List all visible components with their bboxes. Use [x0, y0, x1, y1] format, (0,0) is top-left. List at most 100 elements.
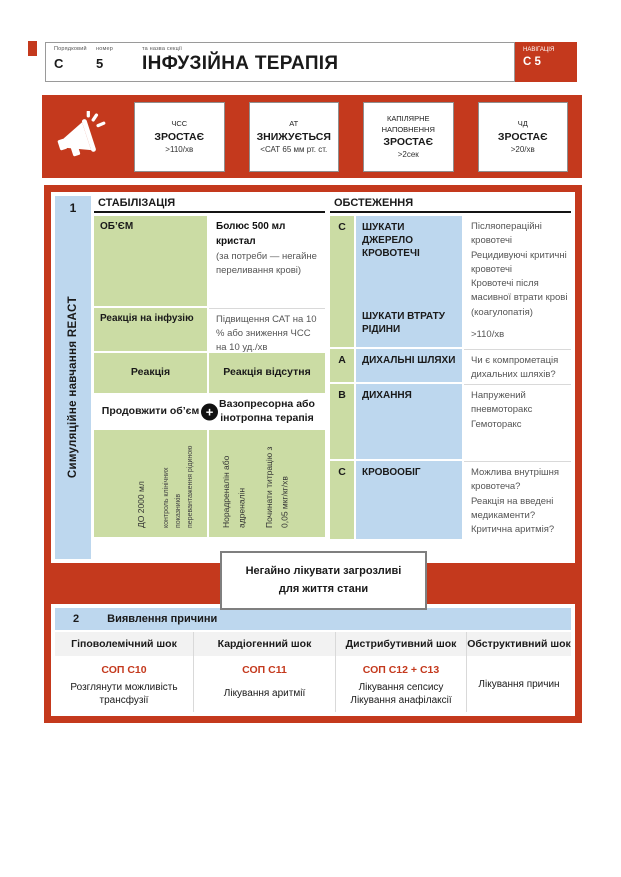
vital-signs-alert-banner: ЧСС ЗРОСТАЄ >110/хв АТ ЗНИЖУЄТЬСЯ <САТ 6…	[42, 95, 582, 178]
infusion-response-row: Реакція на інфузію Підвищення САТ на 10 …	[94, 308, 325, 353]
sop-reference: СОП С10	[101, 664, 147, 676]
vital-box-bp: АТ ЗНИЖУЄТЬСЯ <САТ 65 мм рт. ст.	[248, 101, 339, 172]
page-title: ІНФУЗІЙНА ТЕРАПІЯ	[142, 53, 339, 74]
treat-life-threats-callout: Негайно лікувати загрозливі для життя ст…	[220, 551, 427, 610]
number-value: 5	[96, 56, 104, 71]
order-label: Порядковий	[54, 46, 87, 52]
volume-detail-bold: Болюс 500 мл кристал	[216, 221, 286, 247]
red-accent-chip	[28, 41, 37, 56]
volume-row: ОБ’ЄМ Болюс 500 мл кристал (за потреби —…	[94, 216, 325, 306]
cause-column-obstructive: Обструктивний шок Лікування причин	[467, 632, 571, 712]
cause-header: Дистрибутивний шок	[336, 632, 466, 656]
page-header: Порядковий C номер 5 та назва секції ІНФ…	[45, 42, 577, 82]
find-bleeding-source-label: ШУКАТИ ДЖЕРЕЛО КРОВОТЕЧІ	[362, 222, 420, 259]
continue-volume-cell: Продовжити об’єм +	[94, 395, 218, 428]
assessment-section: ОБСТЕЖЕННЯ C ШУКАТИ ДЖЕРЕЛО КРОВОТЕЧІ ШУ…	[330, 196, 571, 559]
navigation-label: НАВІГАЦІЯ	[523, 47, 555, 53]
assessment-row-circulation-bleeding: C ШУКАТИ ДЖЕРЕЛО КРОВОТЕЧІ ШУКАТИ ВТРАТУ…	[330, 216, 571, 347]
navigation-box: НАВІГАЦІЯ C 5	[515, 42, 577, 82]
bleeding-details: Післяопераційні кровотечі Рецидивуючі кр…	[471, 221, 568, 318]
vital-box-rr: ЧД ЗРОСТАЄ >20/хв	[477, 101, 568, 172]
cause-column-hypovolemic: Гіповолемічний шок СОП С10 Розглянути мо…	[55, 632, 194, 712]
step2-header: 2 Виявлення причини	[55, 608, 571, 630]
vital-value: >110/хв	[165, 144, 194, 154]
cause-header: Гіповолемічний шок	[55, 632, 193, 656]
abc-letter: B	[330, 384, 354, 459]
cause-column-distributive: Дистрибутивний шок СОП С12 + С13 Лікуван…	[336, 632, 467, 712]
cause-action: Лікування сепсису Лікування анафілаксії	[350, 681, 452, 707]
sidebar-vertical-label-wrap: Симуляційне навчання REACT	[67, 215, 79, 559]
abc-letter: C	[330, 216, 354, 347]
vital-trend: ЗРОСТАЄ	[154, 130, 205, 143]
volume-detail-note: (за потреби — негайне переливання крові)	[216, 251, 317, 276]
continue-row: Продовжити об’єм + Вазопресорна або інот…	[94, 395, 325, 428]
vital-trend: ЗРОСТАЄ	[383, 135, 434, 148]
navigation-value: C 5	[523, 56, 541, 68]
step1-sidebar: 1 Симуляційне навчання REACT	[55, 196, 91, 559]
assessment-row-breathing: B ДИХАННЯ Напружений пневмоторакс Гемото…	[330, 384, 571, 459]
bleeding-detail-column: Післяопераційні кровотечі Рецидивуючі кр…	[464, 216, 571, 347]
header-title-column: та назва секції ІНФУЗІЙНА ТЕРАПІЯ	[134, 43, 514, 81]
order-value: C	[54, 56, 64, 71]
infusion-response-label: Реакція на інфузію	[94, 308, 207, 351]
note-drugs: Норадреналін або адреналін	[221, 455, 247, 528]
cause-column-cardiogenic: Кардіогенний шок СОП С11 Лікування аритм…	[194, 632, 336, 712]
stabilization-title: СТАБІЛІЗАЦІЯ	[94, 196, 325, 213]
reaction-no-cell: Реакція відсутня	[209, 353, 325, 393]
step-number: 2	[73, 613, 80, 625]
abc-letter: C	[330, 461, 354, 539]
section-name-label: та назва секції	[142, 46, 183, 52]
megaphone-icon	[52, 110, 110, 163]
fluid-loss-detail: >110/хв	[471, 328, 505, 340]
step2-title: Виявлення причини	[107, 613, 218, 625]
volume-label: ОБ’ЄМ	[94, 216, 207, 306]
vital-label: АТ	[289, 119, 299, 129]
cause-action: Лікування причин	[478, 678, 560, 690]
find-fluid-loss-label: ШУКАТИ ВТРАТУ РІДИНИ	[362, 311, 445, 335]
vital-value: >20/хв	[510, 144, 535, 154]
continue-volume-label: Продовжити об’єм	[101, 404, 200, 417]
cause-action: Лікування аритмії	[223, 688, 306, 700]
sop-reference: СОП С11	[242, 664, 287, 676]
assessment-row-airway: A ДИХАЛЬНІ ШЛЯХИ Чи є компрометація диха…	[330, 349, 571, 382]
step-number: 1	[69, 201, 77, 215]
vital-trend: ЗНИЖУЄТЬСЯ	[256, 130, 331, 143]
bleeding-label-column: ШУКАТИ ДЖЕРЕЛО КРОВОТЕЧІ ШУКАТИ ВТРАТУ Р…	[356, 216, 462, 347]
protocol-step2-block: 2 Виявлення причини Гіповолемічний шок С…	[44, 597, 582, 723]
drug-notes-cell: Норадреналін або адреналін Починати титр…	[209, 430, 325, 537]
number-label: номер	[96, 46, 113, 52]
vital-value: >2сек	[397, 149, 419, 159]
vertical-notes-row: ДО 2000 мл контроль клінічних показників…	[94, 430, 325, 537]
protocol-step1-block: 1 Симуляційне навчання REACT СТАБІЛІЗАЦІ…	[44, 185, 582, 570]
stabilization-section: СТАБІЛІЗАЦІЯ ОБ’ЄМ Болюс 500 мл кристал …	[94, 196, 325, 559]
cause-header: Обструктивний шок	[467, 632, 571, 656]
volume-detail: Болюс 500 мл кристал (за потреби — негай…	[209, 216, 325, 306]
header-number-column: номер 5	[88, 43, 134, 81]
breathing-detail: Напружений пневмоторакс Гемоторакс	[464, 384, 571, 459]
note-fluid-overload: контроль клінічних показників перевантаж…	[163, 445, 195, 528]
sidebar-vertical-label: Симуляційне навчання REACT	[67, 295, 79, 479]
breathing-label: ДИХАННЯ	[356, 384, 462, 459]
vital-trend: ЗРОСТАЄ	[497, 130, 548, 143]
assessment-title: ОБСТЕЖЕННЯ	[330, 196, 571, 213]
vital-value: <САТ 65 мм рт. ст.	[260, 144, 328, 154]
cause-action: Розглянути можливість трансфузії	[70, 681, 178, 707]
note-volume-max: ДО 2000 мл	[136, 481, 147, 528]
reaction-row: Реакція Реакція відсутня	[94, 353, 325, 393]
header-title-box: Порядковий C номер 5 та назва секції ІНФ…	[45, 42, 515, 82]
shock-causes-table: Гіповолемічний шок СОП С10 Розглянути мо…	[55, 632, 571, 712]
plus-icon: +	[201, 403, 218, 420]
infusion-response-detail: Підвищення САТ на 10 % або зниження ЧСС …	[209, 308, 325, 353]
vital-label: ЧСС	[171, 119, 188, 129]
header-order-column: Порядковий C	[46, 43, 88, 81]
airway-detail: Чи є компрометація дихальних шляхів?	[464, 349, 571, 382]
note-titration: Починати титрацію з 0,05 мкг/кг/хв	[263, 446, 289, 528]
reaction-yes-cell: Реакція	[94, 353, 207, 393]
vital-label: ЧД	[517, 119, 528, 129]
vital-label: КАПІЛЯРНЕ НАПОВНЕННЯ	[381, 114, 435, 134]
volume-notes-cell: ДО 2000 мл контроль клінічних показників…	[94, 430, 207, 537]
vital-box-capillary: КАПІЛЯРНЕ НАПОВНЕННЯ ЗРОСТАЄ >2сек	[363, 101, 454, 172]
circulation-label: КРОВООБІГ	[356, 461, 462, 539]
sop-reference: СОП С12 + С13	[362, 664, 440, 676]
vital-box-hr: ЧСС ЗРОСТАЄ >110/хв	[134, 101, 225, 172]
